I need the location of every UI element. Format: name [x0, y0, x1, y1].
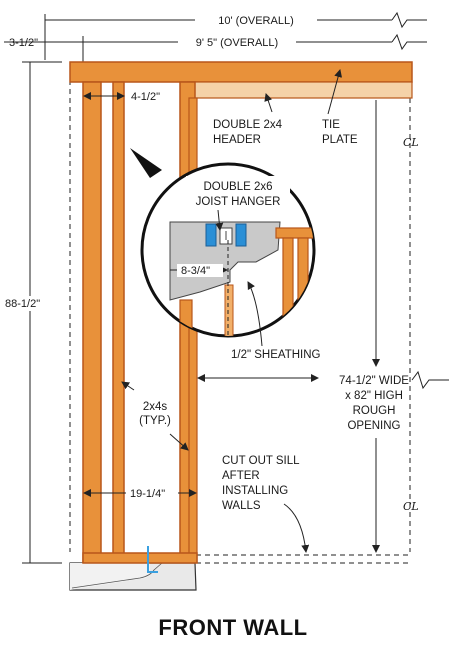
- hanger-detail-circle: 8-3/4" DOUBLE 2x6 JOIST HANGER: [130, 148, 316, 338]
- break-mark-icon: [411, 370, 449, 390]
- centerline-bottom-label: CL: [403, 500, 419, 513]
- centerline-top-label: CL: [403, 136, 419, 149]
- stud-spacing-dimension: 19-1/4": [83, 486, 197, 500]
- end-stud-left: [82, 81, 102, 563]
- tie-plate-label-line2: PLATE: [322, 134, 358, 146]
- rough-opening-callout: 74-1/2" WIDE x 82" HIGH ROUGH OPENING: [197, 100, 449, 553]
- stud: [112, 81, 125, 563]
- header-label-line1: DOUBLE 2x4: [213, 119, 283, 131]
- top-plate: [69, 61, 413, 83]
- joist-hanger-label-line2: JOIST HANGER: [196, 196, 281, 208]
- detail-depth-label: 8-3/4": [181, 265, 210, 277]
- left-offset-dimension: 3-1/2": [4, 37, 83, 49]
- opening-label-line1: 74-1/2" WIDE: [339, 375, 409, 387]
- sill-label-line4: WALLS: [222, 500, 261, 512]
- joist-hanger-label-line1: DOUBLE 2x6: [203, 181, 272, 193]
- left-offset-label: 3-1/2": [9, 37, 38, 49]
- opening-label-line4: OPENING: [347, 420, 400, 432]
- double-header: [187, 81, 413, 99]
- post-width-label: 4-1/2": [131, 91, 160, 103]
- centerline-bottom: CL: [403, 500, 419, 513]
- overall-dimension-10ft: 10' (OVERALL): [44, 11, 427, 60]
- anchor-bolt-icon: [147, 546, 158, 573]
- header-callout: DOUBLE 2x4 HEADER: [213, 93, 283, 146]
- overall-dimension-9-5: 9' 5" (OVERALL): [82, 33, 427, 66]
- break-mark-icon: [391, 33, 427, 51]
- studs-label-line2: (TYP.): [139, 415, 171, 427]
- sill-label-line2: AFTER: [222, 470, 260, 482]
- post-width-dimension: 4-1/2": [83, 89, 167, 103]
- centerline-top: CL: [403, 136, 419, 149]
- stud-spacing-label: 19-1/4": [130, 488, 165, 500]
- studs-callout: 2x4s (TYP.): [121, 381, 189, 451]
- wall-height-dimension: 88-1/2": [2, 61, 62, 564]
- overall-9-5-label: 9' 5" (OVERALL): [196, 37, 278, 49]
- sill-callout: CUT OUT SILL AFTER INSTALLING WALLS: [222, 455, 310, 553]
- sill-label-line3: INSTALLING: [222, 485, 288, 497]
- overall-10-label: 10' (OVERALL): [218, 15, 293, 27]
- bottom-plate: [82, 552, 198, 564]
- sheathing-callout: 1/2" SHEATHING: [231, 281, 321, 361]
- studs-label-line1: 2x4s: [143, 401, 168, 413]
- opening-label-line2: x 82" HIGH: [345, 390, 403, 402]
- page-title: FRONT WALL: [158, 615, 307, 640]
- break-mark-icon: [391, 11, 427, 29]
- wall-height-label: 88-1/2": [5, 298, 40, 310]
- header-label-line2: HEADER: [213, 134, 261, 146]
- sheathing-label: 1/2" SHEATHING: [231, 349, 321, 361]
- opening-label-line3: ROUGH: [353, 405, 396, 417]
- tie-plate-callout: TIE PLATE: [322, 69, 358, 146]
- tie-plate-label-line1: TIE: [322, 119, 340, 131]
- sill-label-line1: CUT OUT SILL: [222, 455, 300, 467]
